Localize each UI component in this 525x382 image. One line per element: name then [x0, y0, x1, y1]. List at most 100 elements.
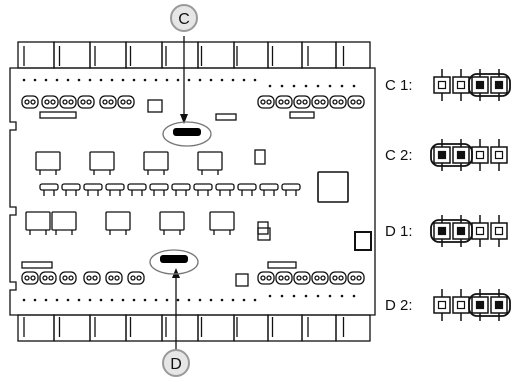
terminal-block — [301, 314, 337, 342]
jumper-c-on-board — [173, 128, 201, 136]
resistor-array — [289, 111, 315, 119]
relay-body — [35, 151, 61, 171]
transistor — [235, 273, 249, 287]
capacitor — [293, 95, 311, 109]
pin-header — [259, 183, 279, 191]
jumper-setting-d1: D 1: — [385, 215, 508, 247]
pin-header — [61, 183, 81, 191]
capacitor-lead — [86, 99, 92, 105]
resistor-array — [267, 261, 297, 269]
via-dot — [292, 294, 296, 298]
capacitor-lead — [30, 275, 36, 281]
capacitor-lead — [62, 99, 68, 105]
via-dot — [55, 78, 59, 82]
capacitor-lead — [320, 275, 326, 281]
via-dot — [268, 294, 272, 298]
resistor-array — [39, 111, 77, 119]
via-dot — [340, 84, 344, 88]
component-row-top — [21, 95, 365, 121]
capacitor-lead — [350, 275, 356, 281]
via-dot — [55, 298, 59, 302]
capacitor-lead — [114, 275, 120, 281]
via-dot — [132, 78, 136, 82]
pin-header — [215, 183, 235, 191]
capacitor — [21, 271, 39, 285]
terminal-block — [233, 314, 269, 342]
terminal-block — [335, 314, 371, 342]
capacitor-lead — [102, 99, 108, 105]
pin-bridged — [475, 80, 485, 90]
right-connector — [354, 231, 372, 251]
capacitor-lead — [338, 275, 344, 281]
jumper-setting-d2: D 2: — [385, 289, 511, 321]
capacitor — [293, 271, 311, 285]
via-dot — [121, 78, 125, 82]
jumper-setting-c1: C 1: — [385, 69, 511, 101]
via-dot — [154, 298, 158, 302]
via-dot — [165, 78, 169, 82]
via-dot — [99, 298, 103, 302]
via-dot — [187, 78, 191, 82]
jumper-pin — [189, 130, 193, 134]
pin-bridged — [437, 226, 447, 236]
via-dot — [110, 298, 114, 302]
capacitor — [83, 271, 101, 285]
top-connector-row — [17, 41, 371, 69]
capacitor — [99, 95, 117, 109]
callout-d-arrowhead — [172, 268, 180, 278]
capacitor-lead — [278, 275, 284, 281]
capacitor-lead — [284, 275, 290, 281]
relay-body — [51, 211, 77, 231]
via-dot — [328, 294, 332, 298]
pin-header — [149, 183, 169, 191]
callout-c-marker — [170, 4, 198, 32]
capacitor-lead — [332, 275, 338, 281]
capacitor-lead — [86, 275, 92, 281]
terminal-block — [125, 314, 163, 342]
capacitor-lead — [314, 275, 320, 281]
pin-open — [456, 300, 466, 310]
capacitor-lead — [302, 275, 308, 281]
capacitor — [127, 271, 145, 285]
jumper-cap — [430, 219, 473, 243]
pin-open — [494, 226, 504, 236]
jumper-diagram-c2 — [430, 139, 508, 171]
relay-body — [89, 151, 115, 171]
capacitor-lead — [62, 275, 68, 281]
terminal-block — [197, 41, 235, 69]
jumper-header — [173, 128, 201, 136]
pin-bridged — [475, 300, 485, 310]
terminal-block — [335, 41, 371, 69]
circuit-board — [9, 41, 376, 342]
via-dot — [88, 298, 92, 302]
via-dot — [231, 78, 235, 82]
relay-body — [197, 151, 223, 171]
capacitor — [105, 271, 123, 285]
capacitor-lead — [68, 99, 74, 105]
via-dot — [77, 78, 81, 82]
capacitor-lead — [356, 275, 362, 281]
capacitor-lead — [30, 99, 36, 105]
setting-label-d1: D 1: — [385, 223, 413, 240]
via-dot — [66, 298, 70, 302]
mounting-dots — [22, 78, 356, 302]
capacitor-lead — [24, 99, 30, 105]
capacitor-lead — [92, 275, 98, 281]
capacitor-lead — [266, 275, 272, 281]
via-dot — [220, 78, 224, 82]
pin-header — [281, 183, 301, 191]
via-dot — [143, 78, 147, 82]
pin-open — [475, 150, 485, 160]
via-dot — [176, 298, 180, 302]
capacitor-lead — [42, 275, 48, 281]
capacitor-lead — [296, 275, 302, 281]
capacitor — [59, 95, 77, 109]
capacitor-lead — [108, 99, 114, 105]
capacitor — [275, 271, 293, 285]
jumper-pin — [169, 257, 173, 261]
setting-label-d2: D 2: — [385, 297, 413, 314]
capacitor-lead — [338, 99, 344, 105]
capacitor — [347, 271, 365, 285]
via-dot — [88, 78, 92, 82]
